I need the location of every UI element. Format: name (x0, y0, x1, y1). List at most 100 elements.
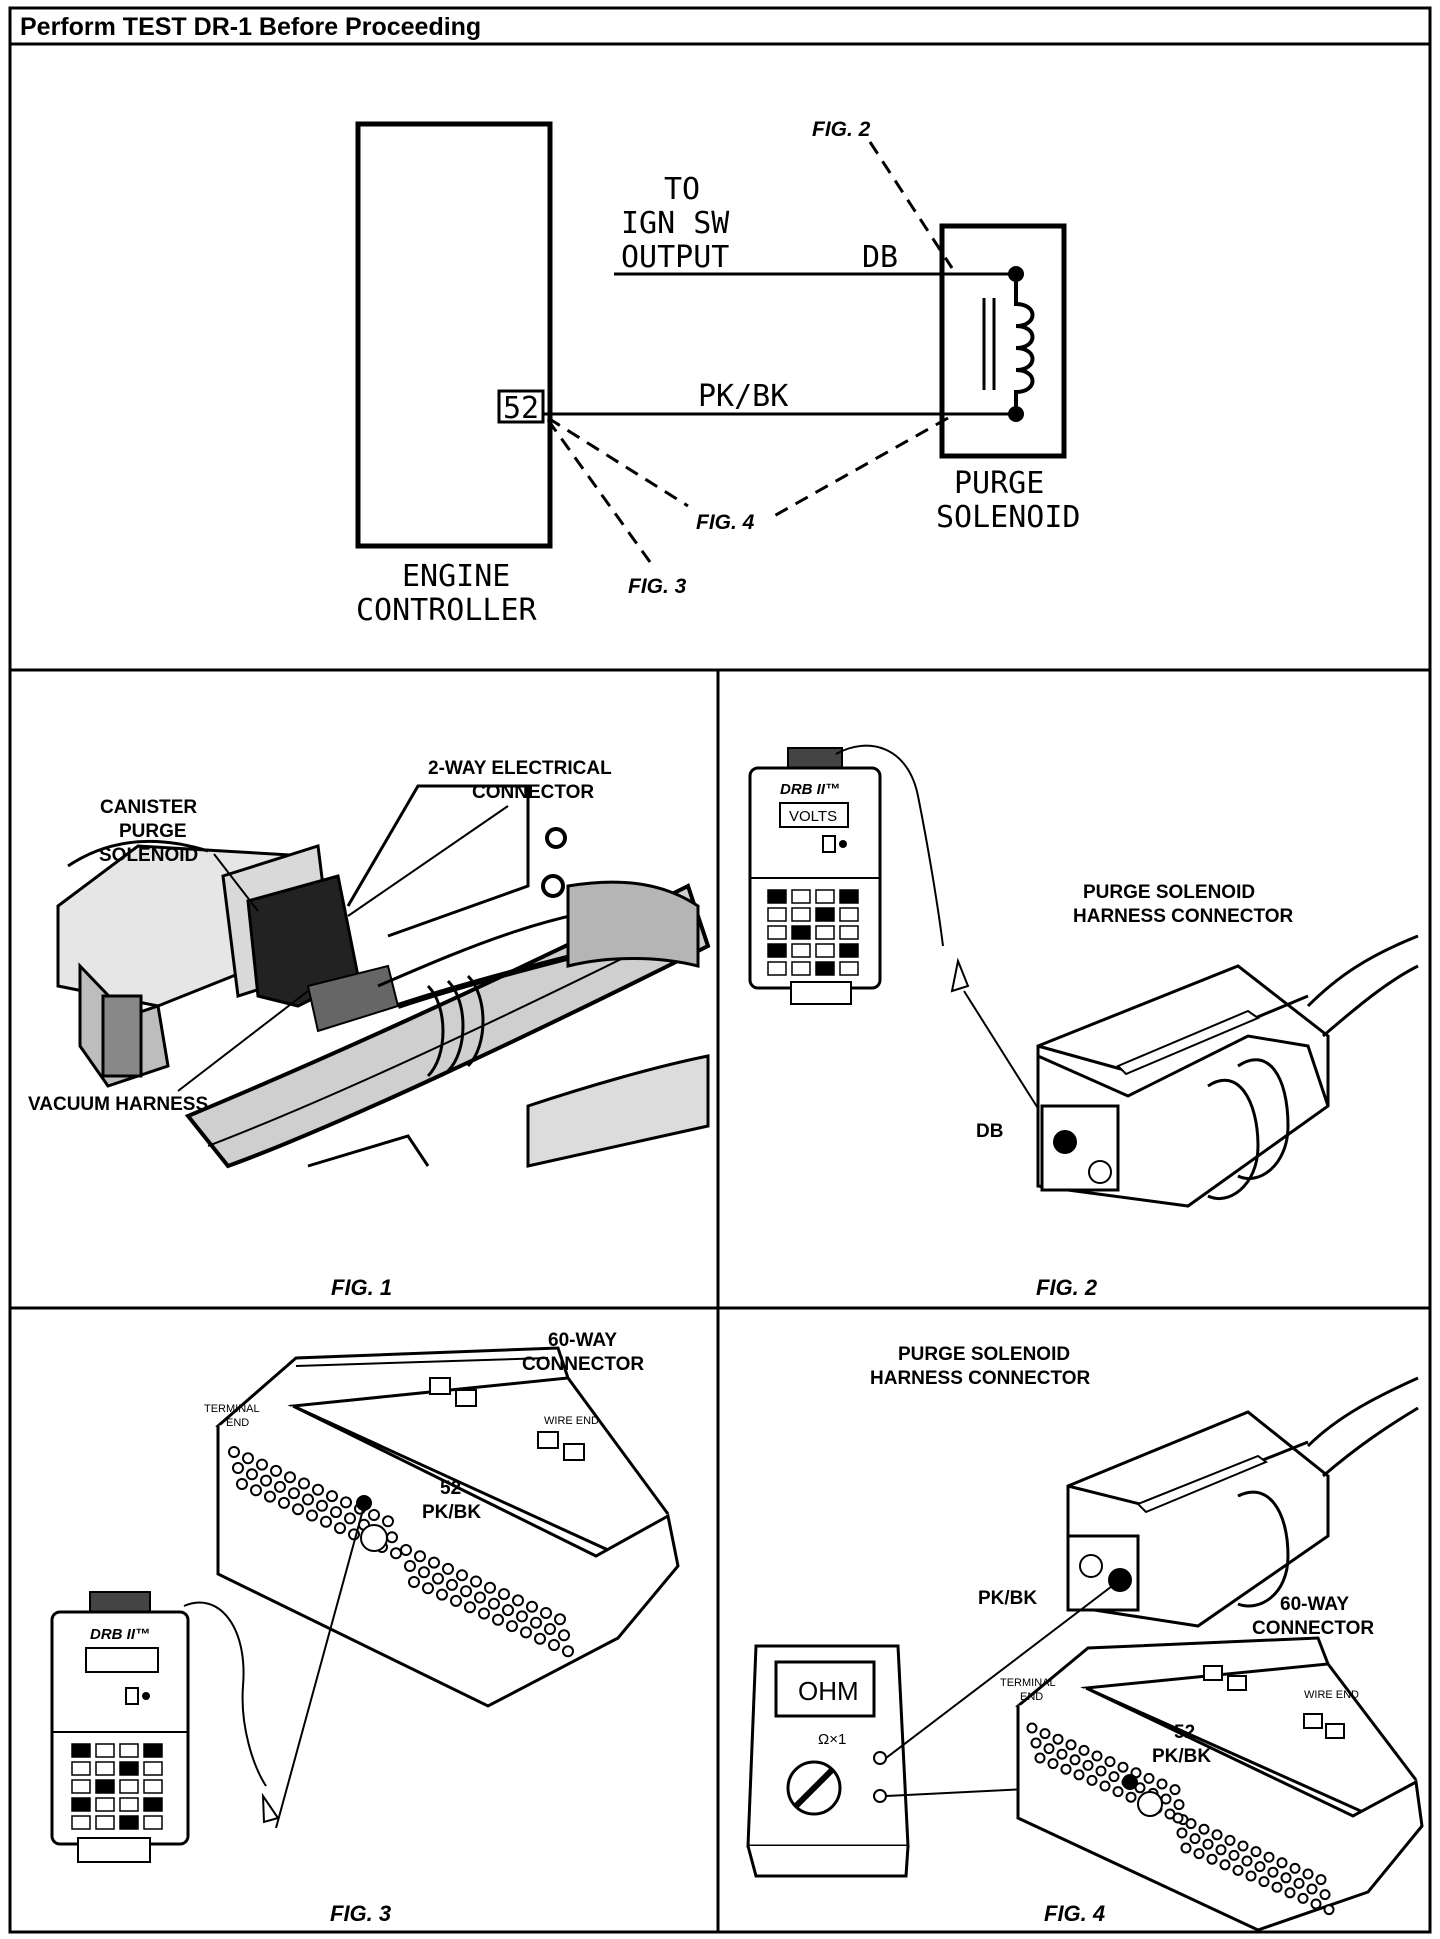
connector-pin (1254, 1861, 1266, 1873)
fig4-pin-label-2: PK/BK (1152, 1746, 1211, 1767)
fig4-connector-label-2: CONNECTOR (1252, 1618, 1374, 1639)
ign-label-1: TO (664, 172, 700, 207)
keypad-key (143, 1761, 163, 1776)
connector-pin (256, 1458, 268, 1471)
service-diagram-page: Perform TEST DR-1 Before Proceeding 52 E… (8, 6, 1432, 1934)
fig3-probe-lead (275, 1505, 365, 1829)
connector-pin (1250, 1846, 1262, 1858)
connector-pin (414, 1550, 426, 1563)
engine-bay-illustration (56, 784, 711, 1169)
connector-pin (1173, 1799, 1185, 1811)
fig3-panel: 60-WAY CONNECTOR TERMINAL END WIRE END 5… (50, 1330, 680, 1926)
connector-pin (478, 1607, 490, 1620)
connector-pin (390, 1547, 402, 1560)
fig4-leader-right (773, 416, 949, 518)
keypad-key (71, 1779, 91, 1794)
connector-pin (450, 1594, 462, 1607)
connector-pin (1056, 1748, 1068, 1760)
fig4-ref: FIG. 4 (696, 511, 755, 534)
connector-pin (1185, 1818, 1197, 1830)
keypad-key (143, 1779, 163, 1794)
connector-pin (1202, 1838, 1214, 1850)
ign-label-3: OUTPUT (621, 240, 729, 275)
fig3-keypad (71, 1743, 163, 1830)
keypad-key (95, 1797, 115, 1812)
connector-pin (1104, 1756, 1116, 1768)
connector-pin (368, 1509, 380, 1521)
fig3-terminal-end-label-2: END (226, 1417, 249, 1429)
engine-controller-label-1: ENGINE (402, 559, 510, 594)
fig4-harness-connector (1066, 1376, 1419, 1628)
fig3-probe-tip (261, 1792, 280, 1824)
fig2-caption: FIG. 2 (1036, 1275, 1098, 1300)
fig3-tester-brand: DRB II™ (90, 1626, 150, 1643)
connector-pin (1156, 1778, 1168, 1790)
connector-pin (484, 1581, 496, 1594)
connector-pin (1219, 1859, 1231, 1871)
fig1-electrical-label-2: CONNECTOR (472, 782, 594, 803)
connector-pin (278, 1496, 290, 1509)
connector-pin (1258, 1876, 1270, 1888)
connector-pin (1284, 1887, 1296, 1899)
fig1-canister-label-3: SOLENOID (99, 845, 198, 866)
schematic: 52 ENGINE CONTROLLER TO IGN SW OUTPUT DB… (355, 118, 1081, 628)
fig2-harness-label-2: HARNESS CONNECTOR (1073, 906, 1294, 927)
solenoid-terminal-bottom (1008, 406, 1024, 422)
keypad-key (71, 1797, 91, 1812)
keypad-key (71, 1815, 91, 1830)
connector-pin (464, 1601, 476, 1614)
fig3-60way-connector (215, 1346, 680, 1708)
connector-pin (1302, 1868, 1314, 1880)
connector-pin (228, 1446, 240, 1458)
connector-pin (1267, 1866, 1279, 1878)
pin-52-box (497, 389, 545, 424)
keypad-key (767, 889, 787, 904)
keypad-key (119, 1779, 139, 1794)
connector-pin (302, 1493, 314, 1506)
connector-pin (1297, 1892, 1309, 1904)
connector-pin (1091, 1750, 1103, 1762)
connector-pin (1086, 1774, 1098, 1786)
connector-pin (1039, 1728, 1051, 1740)
connector-pin (1206, 1853, 1218, 1865)
connector-pin (526, 1600, 538, 1613)
fig3-caption: FIG. 3 (330, 1901, 391, 1926)
connector-pin (1319, 1889, 1331, 1901)
connector-pin (1069, 1754, 1081, 1766)
keypad-key (767, 907, 787, 922)
keypad-key (767, 961, 787, 976)
fig4-harness-label-1: PURGE SOLENOID (898, 1344, 1070, 1365)
connector-pin (274, 1480, 286, 1493)
engine-controller-box (355, 121, 553, 549)
connector-pin (498, 1588, 510, 1601)
connector-pin (382, 1515, 394, 1528)
connector-pin (1180, 1842, 1192, 1854)
fig4-caption: FIG. 4 (1044, 1901, 1105, 1926)
connector-pin (520, 1626, 532, 1639)
fig4-lead-to-harness (885, 1579, 1121, 1759)
connector-pin (548, 1639, 560, 1651)
fig2-harness-label-1: PURGE SOLENOID (1083, 882, 1255, 903)
fig4-terminal-end-label-1: TERMINAL (1000, 1677, 1056, 1689)
connector-pin (422, 1582, 434, 1595)
fig1-canister-label-1: CANISTER (100, 797, 197, 818)
keypad-key (95, 1779, 115, 1794)
connector-pin (400, 1544, 412, 1556)
keypad-key (71, 1761, 91, 1776)
fig4-leader-left (547, 416, 689, 508)
fig2-leader (868, 141, 954, 269)
fig2-test-lead (835, 744, 944, 947)
connector-pin (1263, 1851, 1275, 1863)
keypad-key (791, 907, 811, 922)
fig3-wire-end-label: WIRE END (544, 1415, 599, 1427)
connector-pin (1215, 1844, 1227, 1856)
connector-pin (488, 1597, 500, 1610)
keypad-key (839, 889, 859, 904)
connector-pin (260, 1474, 272, 1487)
connector-pin (1043, 1743, 1055, 1755)
fig2-harness-connector (1036, 934, 1419, 1208)
connector-pin (1280, 1872, 1292, 1884)
fig2-keypad (767, 889, 859, 976)
fig4-pin-array (1026, 1722, 1335, 1916)
connector-pin (316, 1499, 328, 1512)
